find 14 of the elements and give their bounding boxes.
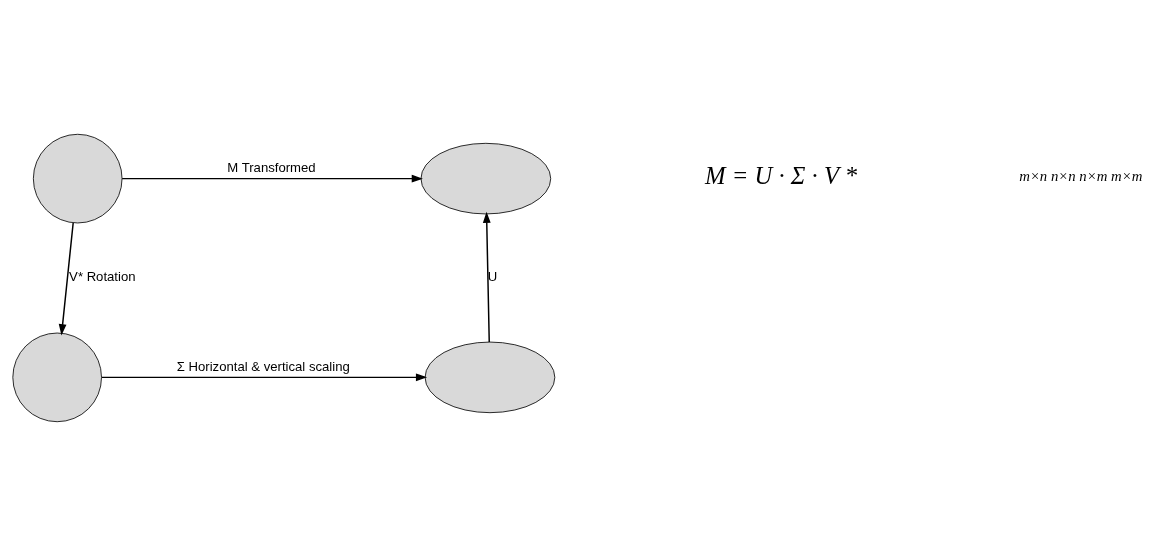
node-ellipse — [420, 142, 552, 215]
arrow — [121, 174, 423, 183]
edge-label: M Transformed — [227, 159, 316, 175]
node-circle — [32, 133, 123, 224]
edge-label: Σ Horizontal & vertical scaling — [176, 358, 350, 374]
node-circle — [12, 332, 102, 423]
label: m×n n×n n×m m×m — [1019, 168, 1143, 185]
node-ellipse — [424, 341, 556, 414]
label: M = U · Σ · V * — [705, 161, 857, 189]
arrow — [58, 222, 74, 336]
arrow — [482, 211, 491, 343]
arrow — [101, 373, 428, 382]
edge-label: U — [487, 269, 498, 285]
edge-label: V* Rotation — [69, 269, 136, 285]
